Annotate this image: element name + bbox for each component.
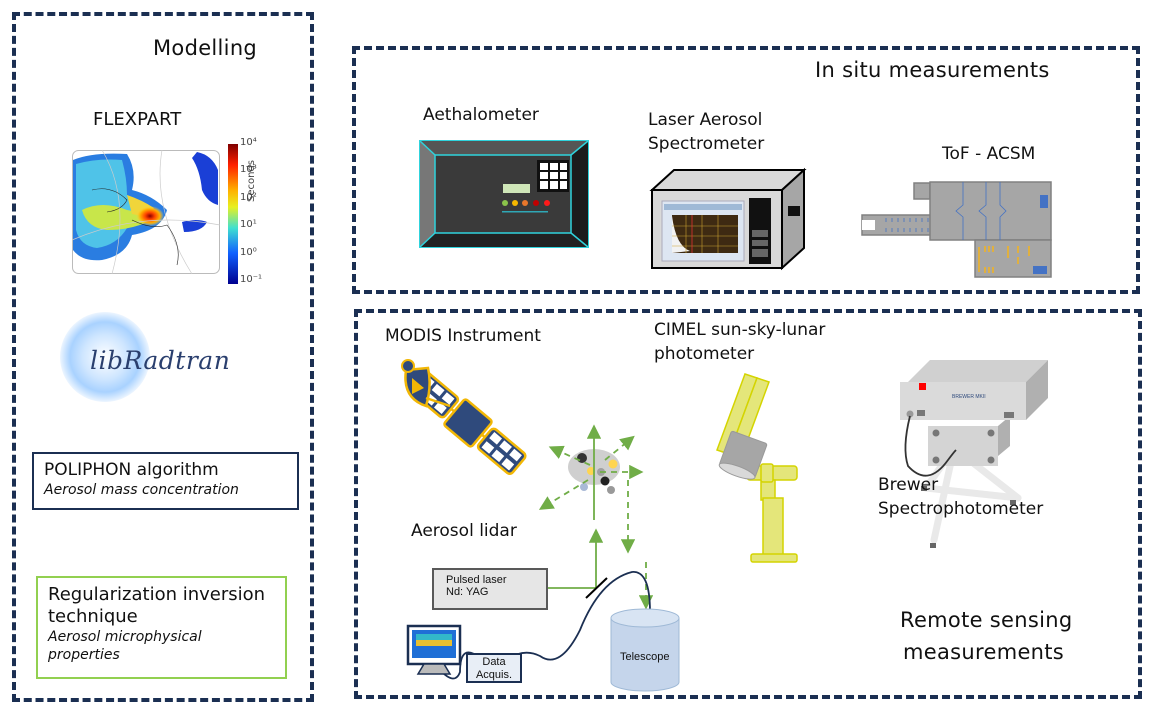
data-acquisition-box: Data Acquis. <box>466 653 522 683</box>
laser-line2: Nd: YAG <box>446 586 489 598</box>
colorbar-tick: 10⁰ <box>240 247 257 258</box>
cimel-photometer <box>716 373 798 563</box>
acsm-device <box>861 181 1052 278</box>
regularization-subtitle-line2: properties <box>48 647 120 663</box>
colorbar-tick: 10³ <box>240 164 257 175</box>
in-situ-frame <box>352 46 1140 294</box>
regularization-title-line1: Regularization inversion <box>48 584 266 605</box>
brewer-device-text: BREWER MKII <box>952 394 986 400</box>
colorbar-tick: 10¹ <box>240 219 257 230</box>
lidar-system <box>406 528 680 692</box>
poliphon-subtitle: Aerosol mass concentration <box>44 482 239 498</box>
remote-sensing-frame <box>354 309 1142 699</box>
modis-label: MODIS Instrument <box>385 326 541 346</box>
flexpart-label: FLEXPART <box>93 109 182 130</box>
flexpart-map <box>71 149 221 275</box>
regularization-title-line2: technique <box>48 606 138 627</box>
modelling-frame <box>12 12 314 702</box>
libradtran-logo: libRadtran <box>90 346 231 375</box>
aethalometer-device <box>419 140 589 248</box>
colorbar-tick: 10⁻¹ <box>240 274 263 285</box>
colorbar-unit-label: Seconds <box>246 159 257 202</box>
poliphon-box: POLIPHON algorithm Aerosol mass concentr… <box>32 452 299 510</box>
las-label-line2: Spectrometer <box>648 134 765 154</box>
brewer-label-line2: Spectrophotometer <box>878 499 1044 519</box>
laser-line1: Pulsed laser <box>446 574 507 586</box>
brewer-label-line1: Brewer <box>878 475 939 495</box>
pulsed-laser-box: Pulsed laser Nd: YAG <box>432 568 548 610</box>
flexpart-colorbar <box>228 144 238 284</box>
remote-title-line1: Remote sensing <box>900 608 1073 632</box>
las-label-line1: Laser Aerosol <box>648 110 763 130</box>
regularization-subtitle-line1: Aerosol microphysical <box>48 629 202 645</box>
aerosol-scatter-diagram <box>538 424 644 554</box>
las-device <box>649 167 807 271</box>
lidar-label: Aerosol lidar <box>411 521 517 541</box>
colorbar-tick: 10⁴ <box>240 137 257 148</box>
acsm-label: ToF - ACSM <box>942 144 1036 164</box>
poliphon-title: POLIPHON algorithm <box>44 460 219 480</box>
remote-title-line2: measurements <box>903 640 1065 664</box>
daq-line2: Acquis. <box>475 669 513 681</box>
colorbar-tick: 10² <box>240 192 257 203</box>
regularization-box: Regularization inversion technique Aeros… <box>36 576 287 679</box>
aethalometer-label: Aethalometer <box>423 105 539 125</box>
telescope-label: Telescope <box>620 651 670 663</box>
libradtran-glow <box>60 312 150 402</box>
satellite-icon <box>401 359 527 475</box>
in-situ-title: In situ measurements <box>815 58 1050 82</box>
cimel-label-line2: photometer <box>654 344 755 364</box>
cimel-label-line1: CIMEL sun-sky-lunar <box>654 320 826 340</box>
daq-line1: Data <box>482 656 506 668</box>
brewer-spectrophotometer: BREWER MKII <box>900 360 1048 548</box>
modelling-title: Modelling <box>153 36 258 60</box>
